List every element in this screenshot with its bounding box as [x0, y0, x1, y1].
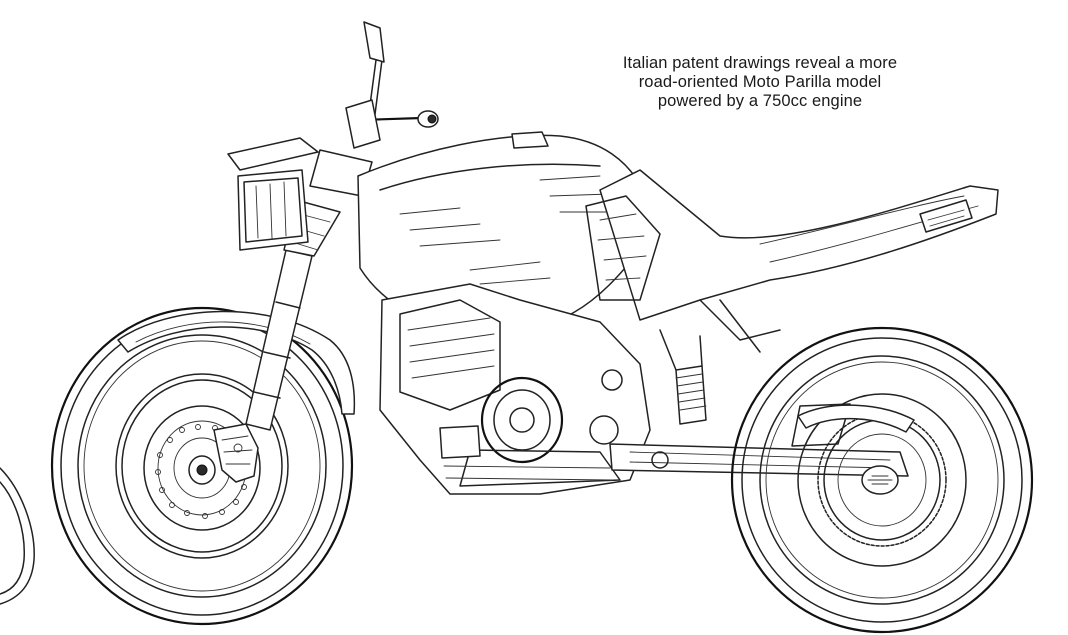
front-brake-disc [143, 405, 261, 531]
engine [379, 283, 651, 495]
adjacent-wheel-fragment [0, 467, 35, 605]
rear-sprocket [817, 413, 947, 547]
rear-wheel [730, 326, 1034, 634]
figure-caption: Italian patent drawings reveal a more ro… [560, 54, 960, 111]
subframe [699, 299, 781, 353]
tail-section [585, 169, 999, 321]
caption-line-2: road-oriented Moto Parilla model [638, 73, 882, 91]
front-fender [117, 310, 356, 415]
caption-line-3: powered by a 750cc engine [657, 92, 863, 110]
rear-hugger [797, 404, 915, 433]
handlebar-and-mirror [345, 21, 439, 149]
headlight [227, 137, 319, 251]
front-brake-caliper [213, 423, 259, 483]
rear-shock [659, 329, 707, 425]
caption-line-1: Italian patent drawings reveal a more [622, 54, 898, 72]
